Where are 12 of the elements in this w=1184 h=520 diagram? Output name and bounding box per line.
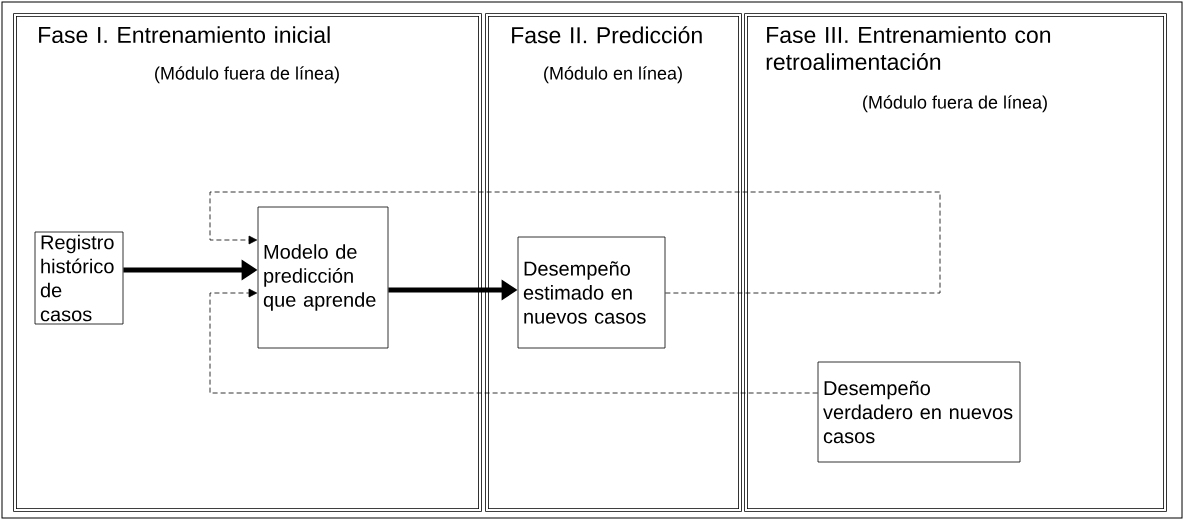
- process-box: Registro histórico de casos: [34, 231, 124, 325]
- dashed-arrow: [209, 191, 941, 294]
- dashed-arrow: [209, 288, 818, 394]
- phase-heading: Fase II. Predicción: [512, 26, 702, 44]
- process-box: Desempeño verdadero en nuevos casos: [817, 361, 1021, 463]
- phase-heading: Fase III. Entrenamiento con retroalimentación: [766, 26, 1051, 71]
- phase-subtitle: (Módulo fuera de línea): [863, 95, 1047, 113]
- phase-subtitle: (Módulo en línea): [544, 66, 682, 84]
- process-box: Desempeño estimado en nuevos casos: [517, 236, 666, 349]
- phase-subtitle: (Módulo fuera de línea): [155, 66, 339, 84]
- process-box: Modelo de predicción que aprende: [257, 206, 389, 349]
- phase-heading: Fase I. Entrenamiento inicial: [39, 26, 330, 44]
